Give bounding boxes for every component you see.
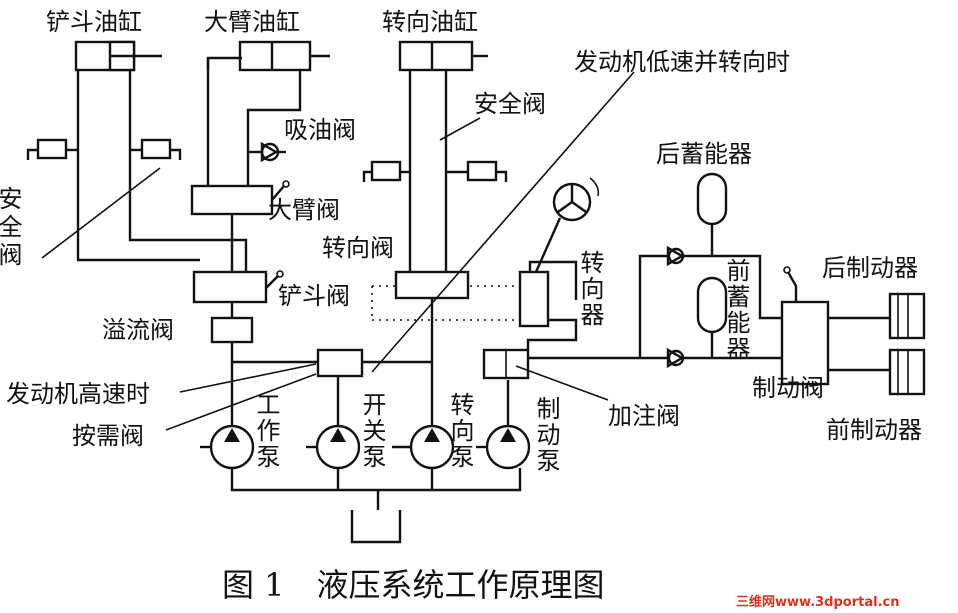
figure-caption: 图 1 液压系统工作原理图	[222, 566, 605, 604]
bucket-valve-label: 铲斗阀	[278, 282, 350, 310]
steering-valve-label: 转向阀	[322, 234, 394, 262]
safety-valve-top-label: 安全阀	[474, 90, 546, 118]
suction-valve-label: 吸油阀	[284, 116, 356, 144]
front-accumulator-icon	[696, 276, 728, 334]
steering-cylinder-label: 转向油缸	[382, 8, 478, 36]
brake-valve-label: 制动阀	[752, 374, 824, 402]
steering-pump-icon	[392, 424, 455, 470]
pilot-lines	[371, 285, 520, 321]
engine-high-speed-label: 发动机高速时	[6, 380, 150, 408]
filling-valve-body	[482, 348, 530, 380]
steering-gear-body	[518, 270, 550, 328]
bucket-cylinder-label: 铲斗油缸	[46, 8, 142, 36]
switch-pump-label: 开关泵	[358, 392, 386, 470]
rear-brake-label: 后制动器	[822, 254, 918, 282]
bucket-valve-body	[192, 270, 284, 304]
leader-lines	[41, 71, 635, 431]
hydraulic-lines	[66, 56, 890, 510]
steering-gear-label: 转向器	[576, 250, 604, 328]
safety-valve-top-icon	[362, 160, 508, 182]
rear-brake-icon	[888, 292, 926, 340]
boom-cylinder	[238, 40, 330, 72]
safety-valve-left-label: 安全阀	[0, 186, 22, 270]
demand-valve-label: 按需阀	[72, 422, 144, 450]
work-pump-icon	[200, 424, 255, 470]
front-brake-label: 前制动器	[826, 416, 922, 444]
front-brake-icon	[888, 348, 926, 396]
steering-valve-body	[394, 270, 470, 300]
watermark: 三维网www.3dportal.cn	[736, 594, 899, 610]
boom-valve-body	[190, 180, 290, 216]
bucket-cylinder	[74, 40, 162, 72]
switch-pump-icon	[306, 424, 361, 470]
suction-check-valve-icon	[260, 141, 286, 163]
engine-low-speed-label: 发动机低速并转向时	[574, 48, 790, 76]
demand-valve-body	[316, 348, 364, 378]
rear-accumulator-icon	[696, 172, 728, 226]
rear-accumulator-label: 后蓄能器	[656, 140, 752, 168]
rear-check-valve-icon	[666, 245, 685, 267]
front-accumulator-label: 前蓄能器	[722, 258, 750, 362]
filling-valve-label: 加注阀	[608, 402, 680, 430]
brake-valve-body	[780, 266, 830, 386]
steering-pump-label: 转向泵	[446, 392, 474, 470]
safety-valve-left-icon	[26, 138, 182, 160]
boom-cylinder-label: 大臂油缸	[204, 8, 300, 36]
front-check-valve-icon	[666, 347, 685, 369]
boom-valve-label: 大臂阀	[268, 196, 340, 224]
steering-wheel-icon	[534, 177, 600, 273]
brake-pump-label: 制动泵	[532, 396, 560, 474]
steering-cylinder	[398, 40, 488, 72]
work-pump-label: 工作泵	[252, 392, 280, 470]
brake-pump-icon	[476, 424, 531, 470]
overflow-valve-body	[210, 316, 254, 344]
tank-icon	[350, 510, 402, 544]
overflow-valve-label: 溢流阀	[102, 316, 174, 344]
